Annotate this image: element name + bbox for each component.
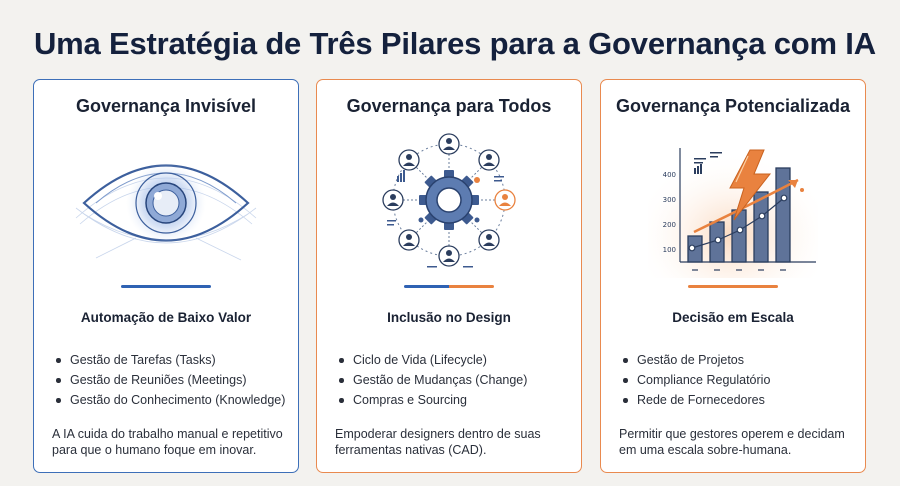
card-subtitle: Automação de Baixo Valor bbox=[80, 310, 252, 325]
axis-tick-label: 300 bbox=[663, 196, 676, 204]
axis-tick-label: 400 bbox=[663, 171, 676, 179]
bullet-list: Gestão de Tarefas (Tasks) Gestão de Reun… bbox=[52, 350, 285, 410]
list-item: Gestão de Reuniões (Meetings) bbox=[52, 370, 285, 390]
card-title: Governança Invisível bbox=[75, 96, 257, 116]
card-title: Governança Potencializada bbox=[615, 96, 851, 116]
list-item: Gestão de Tarefas (Tasks) bbox=[52, 350, 285, 370]
list-item: Gestão do Conhecimento (Knowledge) bbox=[52, 390, 285, 410]
bar-chart-lightning-icon: 400 300 200 100 bbox=[601, 128, 865, 278]
axis-tick-label: 100 bbox=[663, 246, 676, 254]
bullet-list: Ciclo de Vida (Lifecycle) Gestão de Muda… bbox=[335, 350, 527, 410]
gear-network-icon bbox=[317, 128, 581, 278]
divider bbox=[688, 285, 778, 288]
card-description: Empoderar designers dentro de suas ferra… bbox=[335, 427, 541, 457]
list-item: Compliance Regulatório bbox=[619, 370, 770, 390]
list-item: Gestão de Mudanças (Change) bbox=[335, 370, 527, 390]
card-subtitle: Inclusão no Design bbox=[387, 310, 511, 325]
bullet-list: Gestão de Projetos Compliance Regulatóri… bbox=[619, 350, 770, 410]
card-governanca-invisivel: Governança Invisível Aut bbox=[33, 79, 299, 473]
card-governanca-para-todos: Governança para Todos bbox=[316, 79, 582, 473]
card-description: Permitir que gestores operem e decidam e… bbox=[619, 427, 845, 457]
divider bbox=[404, 285, 494, 288]
card-title: Governança para Todos bbox=[346, 96, 552, 116]
list-item: Gestão de Projetos bbox=[619, 350, 770, 370]
list-item: Rede de Fornecedores bbox=[619, 390, 770, 410]
axis-tick-label: 200 bbox=[663, 221, 676, 229]
card-subtitle: Decisão em Escala bbox=[672, 310, 794, 325]
card-governanca-potencializada: Governança Potencializada 400 300 200 10… bbox=[600, 79, 866, 473]
list-item: Compras e Sourcing bbox=[335, 390, 527, 410]
eye-icon bbox=[34, 128, 298, 278]
list-item: Ciclo de Vida (Lifecycle) bbox=[335, 350, 527, 370]
card-description: A IA cuida do trabalho manual e repetiti… bbox=[52, 427, 283, 457]
page-title: Uma Estratégia de Três Pilares para a Go… bbox=[34, 26, 876, 61]
divider bbox=[121, 285, 211, 288]
